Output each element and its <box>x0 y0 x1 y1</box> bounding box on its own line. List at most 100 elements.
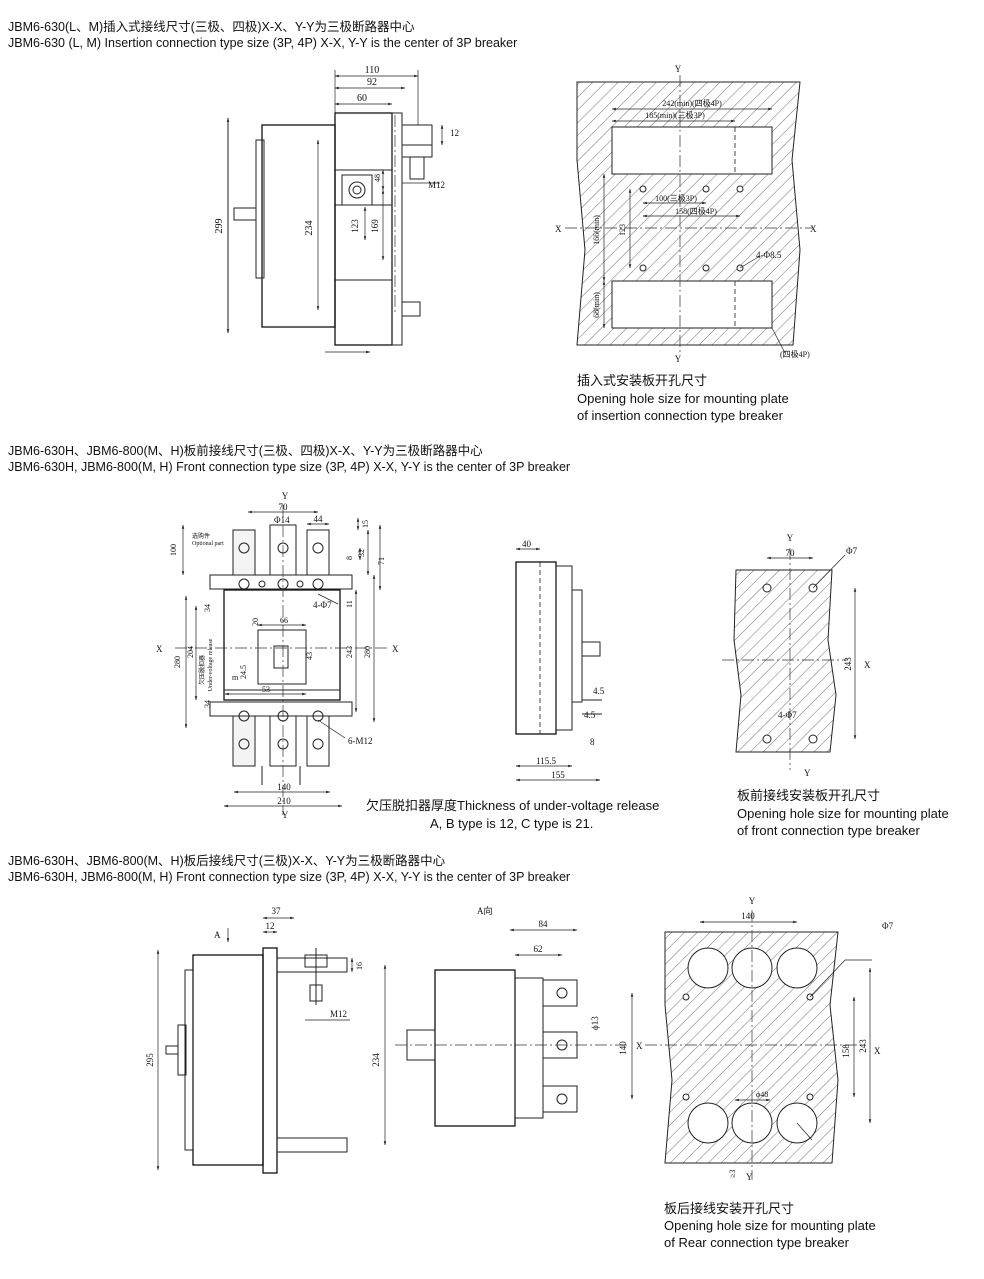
dim-44: 44 <box>314 514 324 524</box>
front-connection-side-dims: 40 4.5 4.5 8 115.5 155 <box>515 539 605 782</box>
dim-70-plate: 70 <box>786 548 796 558</box>
dim-66: 66 <box>280 616 288 625</box>
dim-phi7-rear: Φ7 <box>882 921 894 931</box>
insertion-side-view <box>227 112 433 346</box>
dim-166min: 166(min) <box>592 215 601 245</box>
front-x-left: X <box>156 644 163 654</box>
section2-caption-en2: of front connection type breaker <box>737 823 920 838</box>
rear-connection-a-view <box>395 969 630 1127</box>
dim-37: 37 <box>272 906 282 916</box>
dim-15: 15 <box>361 520 370 528</box>
dim-243-front: 243 <box>345 646 354 658</box>
optional-part-cn: 选购件 <box>192 532 210 540</box>
dim-32: 32 <box>357 549 366 557</box>
dim-123: 123 <box>350 219 360 233</box>
front-connection-dims: Y Y X X 70 Φ14 44 15 100 选购件 Optional pa… <box>156 491 399 820</box>
holes-4-phi7-front: 4-Φ7 <box>313 600 332 610</box>
dim-34-top: 34 <box>203 604 212 612</box>
uv-note-line2: A, B type is 12, C type is 21. <box>430 816 594 831</box>
plate1-x-left: X <box>555 224 562 234</box>
section2-title-cn: JBM6-630H、JBM6-800(M、H)板前接线尺寸(三极、四极)X-X、… <box>8 444 483 458</box>
dim-234-rear: 234 <box>371 1053 381 1067</box>
dim-12-rear: 12 <box>266 921 275 931</box>
dim-140-plate: 140 <box>741 911 755 921</box>
dim-phi48: ϕ48 <box>756 1090 768 1099</box>
dim-155: 155 <box>551 770 565 780</box>
dim-140-a-view: 140 <box>618 1041 628 1055</box>
section3-caption-en2: of Rear connection type breaker <box>664 1235 849 1250</box>
plate2-y-top: Y <box>787 533 794 543</box>
holes-4-phi7-plate: 4-Φ7 <box>778 710 797 720</box>
dim-100-front: 100 <box>169 544 178 556</box>
dim-295: 295 <box>145 1053 155 1067</box>
front-mounting-plate <box>722 548 848 770</box>
dim-210: 210 <box>277 796 291 806</box>
dim-243-rear: 243 <box>858 1039 868 1053</box>
view-a-label: A向 <box>477 905 493 916</box>
optional-part-en: Optional part <box>192 541 224 547</box>
dim-4-5-b: 4.5 <box>584 710 596 720</box>
dim-158-rear: 158 <box>841 1044 851 1058</box>
section3-caption-en1: Opening hole size for mounting plate <box>664 1218 876 1233</box>
dim-53: 53 <box>262 685 270 694</box>
dim-ge3: ≥3 <box>728 1170 737 1178</box>
plate2-y-bottom: Y <box>804 768 811 778</box>
plate1-x-right: X <box>810 224 817 234</box>
section3-title-en: JBM6-630H, JBM6-800(M, H) Front connecti… <box>8 870 571 884</box>
dim-110: 110 <box>365 65 380 76</box>
dim-280-left: 280 <box>173 656 182 668</box>
dim-phi14: Φ14 <box>274 515 290 525</box>
front-connection-side-view <box>515 561 602 735</box>
dim-71: 71 <box>377 557 386 565</box>
label-4p-rect: (四极4P) <box>780 349 810 359</box>
dim-243-plate: 243 <box>843 657 853 671</box>
section1-title-en: JBM6-630 (L, M) Insertion connection typ… <box>8 36 518 50</box>
dim-60: 60 <box>357 93 367 104</box>
front-plate-dims: Y Y X 70 Φ7 243 4-Φ7 <box>766 533 871 778</box>
dim-185min: 185(min)(三极3P) <box>645 110 705 120</box>
insertion-mounting-plate <box>565 75 812 355</box>
dim-m: m <box>232 673 239 682</box>
dim-12: 12 <box>450 128 459 138</box>
section1-caption-en1: Opening hole size for mounting plate <box>577 391 789 406</box>
plate1-y-bottom: Y <box>675 354 682 364</box>
dim-phi13: ϕ13 <box>590 1016 600 1030</box>
dim-92: 92 <box>367 77 377 88</box>
rear-connection-side-view <box>165 947 348 1174</box>
plate3-x-left: X <box>636 1041 643 1051</box>
uv-release-cn: 欠压脱扣器 <box>198 655 206 685</box>
dim-m12-rear: M12 <box>330 1009 347 1019</box>
front-y-top: Y <box>282 491 289 501</box>
dim-20: 20 <box>251 618 260 626</box>
dim-34-bottom: 34 <box>203 700 212 708</box>
dim-115-5: 115.5 <box>536 756 556 766</box>
insertion-plate-dims: Y Y X X 242(min)(四极4P) 185(min)(三极3P) 10… <box>555 64 817 364</box>
dim-204: 204 <box>186 646 195 658</box>
dim-123-plate: 123 <box>618 224 627 236</box>
dim-phi7-plate: Φ7 <box>846 546 858 556</box>
arrow-a: A <box>214 930 221 940</box>
dim-11: 11 <box>345 600 354 608</box>
front-connection-front-view <box>175 505 390 815</box>
holes-4-phi8-5: 4-Φ8.5 <box>756 250 782 260</box>
dim-299: 299 <box>214 219 225 234</box>
plate3-y-top: Y <box>749 896 756 906</box>
section2-title-en: JBM6-630H, JBM6-800(M, H) Front connecti… <box>8 460 571 474</box>
section1-caption-cn: 插入式安装板开孔尺寸 <box>577 373 708 388</box>
dim-68min: 68(min) <box>592 292 601 318</box>
dim-84: 84 <box>539 919 549 929</box>
rear-a-view-dims: A向 84 62 ϕ13 140 <box>477 905 634 1100</box>
plate3-y-bottom: Y <box>746 1172 753 1182</box>
dim-158-4p: 158(四极4P) <box>675 206 717 216</box>
dim-m12: M12 <box>428 180 445 190</box>
front-y-bottom: Y <box>282 810 289 820</box>
uv-release-en: Under-voltage release <box>208 638 214 691</box>
dim-40: 40 <box>522 539 532 549</box>
plate1-y-top: Y <box>675 64 682 74</box>
dim-48: 48 <box>373 174 382 182</box>
plate3-x-right: X <box>874 1046 881 1056</box>
rear-mounting-plate <box>645 910 862 1180</box>
dim-242min: 242(min)(四极4P) <box>662 98 722 108</box>
dim-43: 43 <box>305 652 314 660</box>
